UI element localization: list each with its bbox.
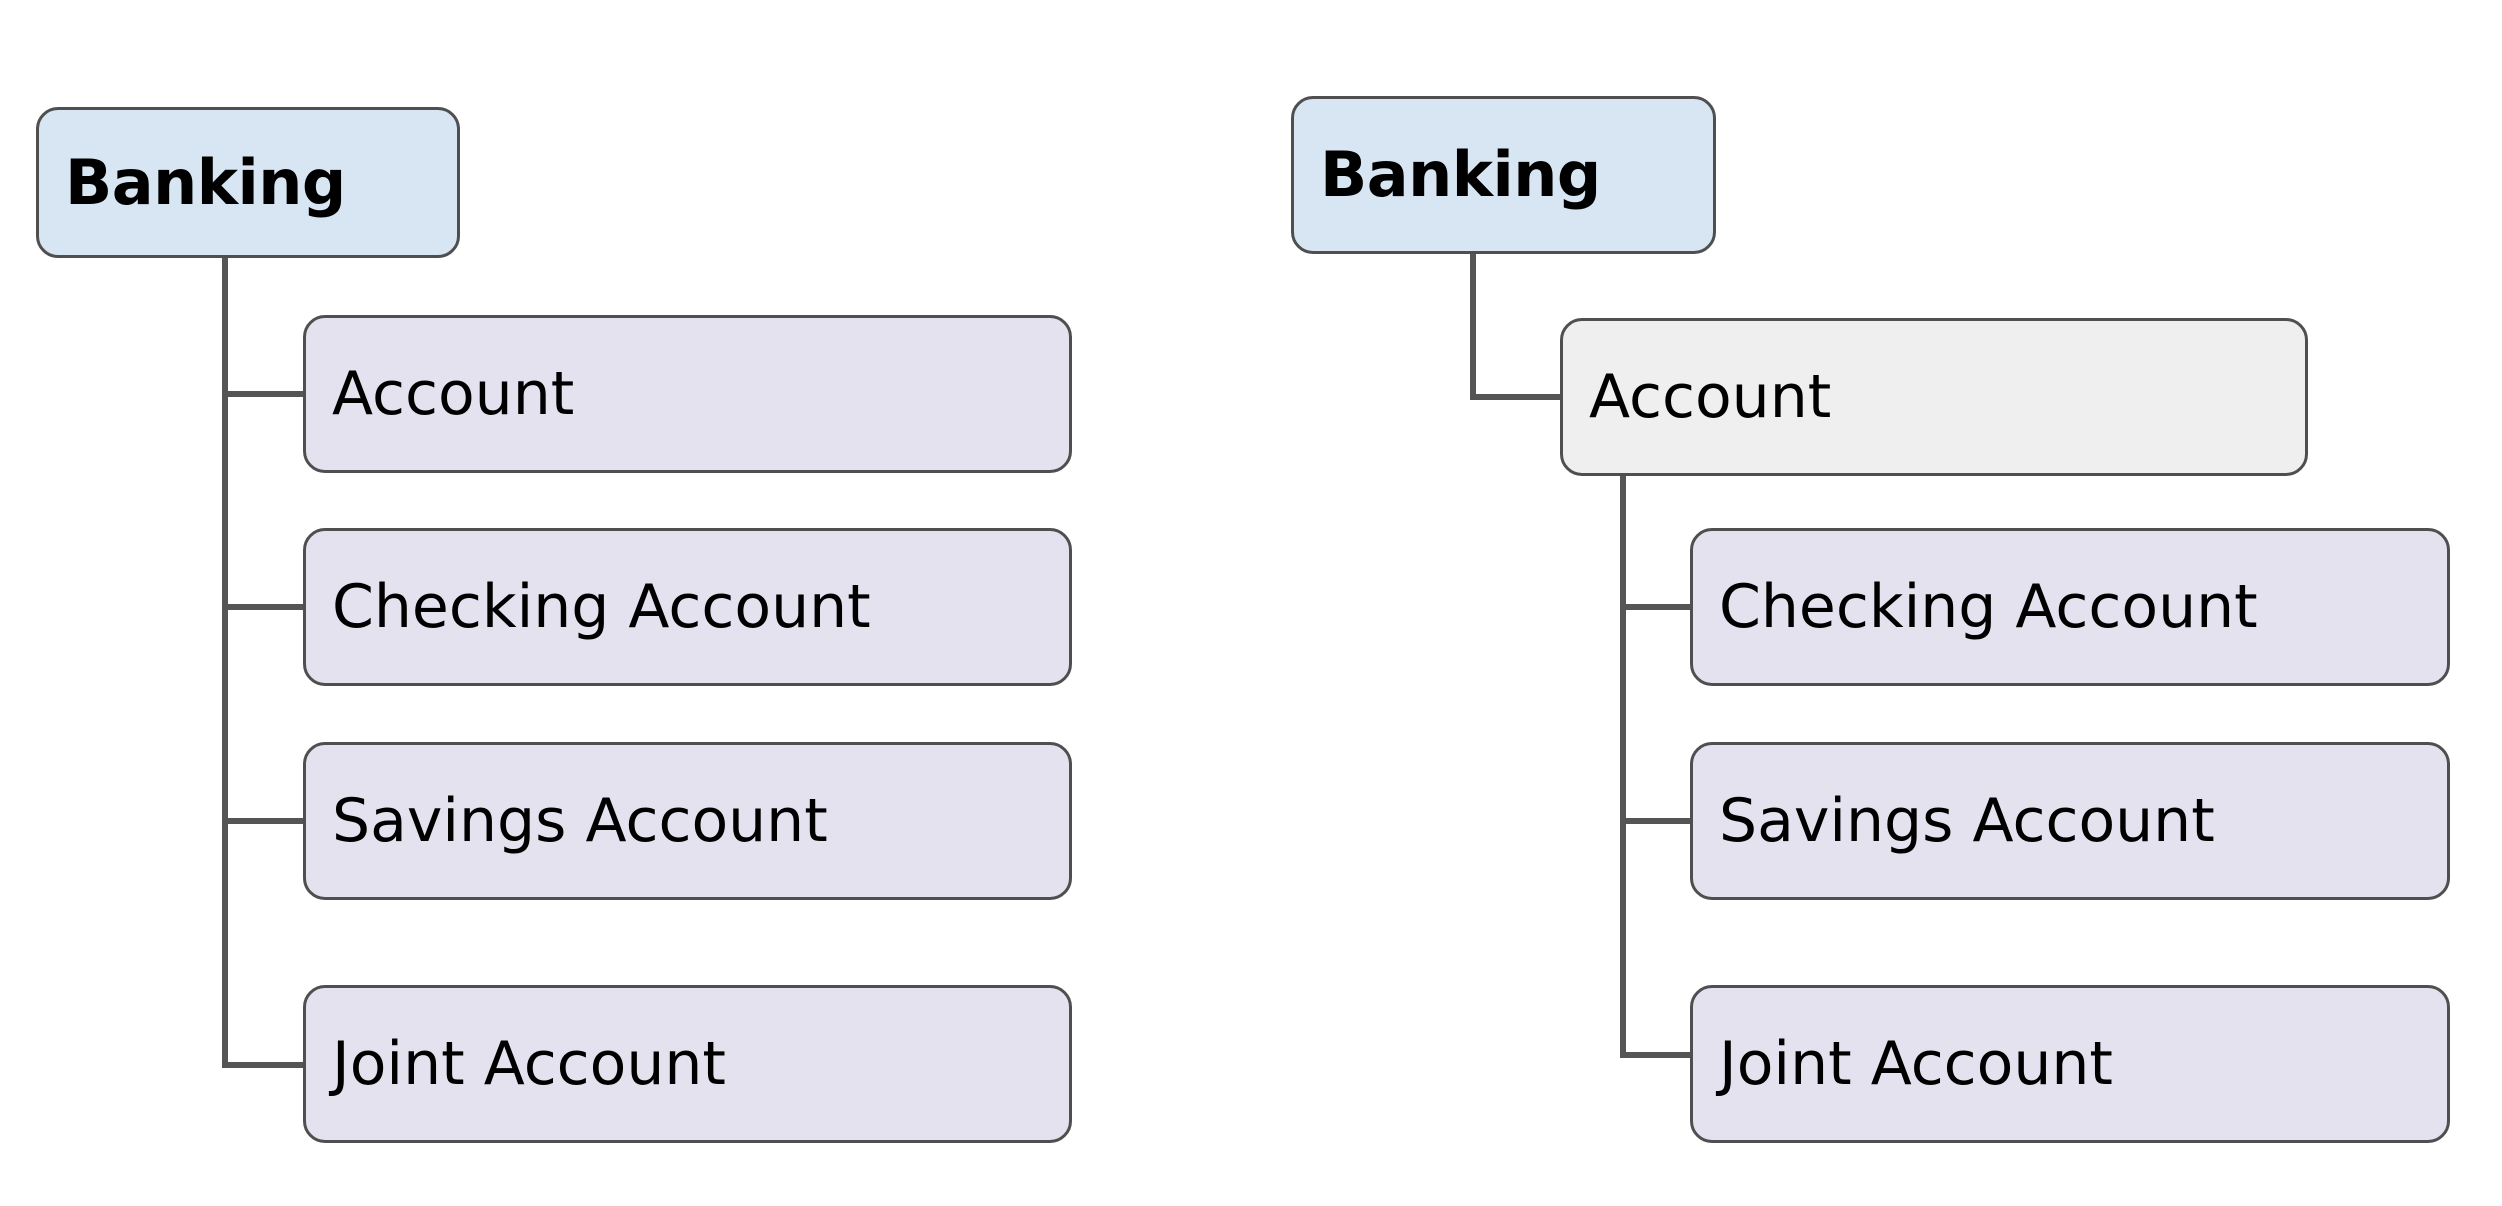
node-l-checking[interactable]: Checking Account xyxy=(303,528,1072,686)
node-l-savings[interactable]: Savings Account xyxy=(303,742,1072,900)
node-r-banking[interactable]: Banking xyxy=(1291,96,1716,254)
node-l-account[interactable]: Account xyxy=(303,315,1072,473)
edge-r-account-to-r-savings xyxy=(1620,473,1693,824)
node-label: Banking xyxy=(65,145,346,219)
node-label: Banking xyxy=(1320,138,1601,212)
node-r-account[interactable]: Account xyxy=(1560,318,2308,476)
edge-r-account-to-r-checking xyxy=(1620,473,1693,610)
node-l-banking[interactable]: Banking xyxy=(36,107,460,258)
edge-r-account-to-r-joint xyxy=(1620,473,1693,1058)
node-r-savings[interactable]: Savings Account xyxy=(1690,742,2450,900)
node-l-joint[interactable]: Joint Account xyxy=(303,985,1072,1143)
node-label: Account xyxy=(332,358,575,429)
node-label: Account xyxy=(1589,361,1832,432)
node-label: Joint Account xyxy=(332,1028,726,1099)
node-label: Savings Account xyxy=(332,785,828,856)
node-label: Joint Account xyxy=(1719,1028,2113,1099)
node-r-joint[interactable]: Joint Account xyxy=(1690,985,2450,1143)
node-r-checking[interactable]: Checking Account xyxy=(1690,528,2450,686)
node-label: Checking Account xyxy=(332,571,871,642)
node-label: Savings Account xyxy=(1719,785,2215,856)
edge-r-banking-to-r-account xyxy=(1470,251,1563,400)
node-label: Checking Account xyxy=(1719,571,2258,642)
